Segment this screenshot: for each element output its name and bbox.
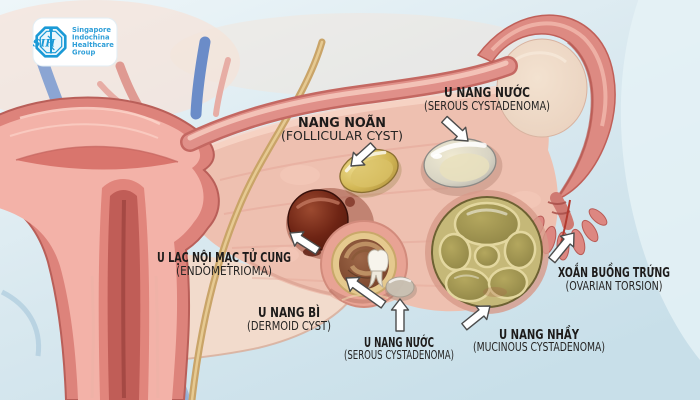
label-dermoid-vi: U NANG BÌ [258, 305, 320, 321]
uterus [0, 96, 220, 400]
logo-line-1: Singapore [72, 26, 111, 34]
label-dermoid-en: (DERMOID CYST) [247, 319, 331, 333]
serous-bump-bottom [385, 276, 417, 301]
label-torsion-en: (OVARIAN TORSION) [566, 279, 663, 293]
label-endometrioma-vi: U LẠC NỘI MẠC TỬ CUNG [157, 249, 291, 266]
arrow-dermoid [345, 276, 387, 309]
label-torsion-vi: XOẮN BUỒNG TRỨNG [558, 263, 670, 281]
label-serous-top-vi: U NANG NƯỚC [444, 85, 530, 101]
label-serous-bottom: U NANG NƯỚC (SEROUS CYSTADENOMA) [344, 298, 454, 362]
pelvic-vessel-left [0, 289, 42, 357]
logo-line-2: Indochina [72, 34, 110, 42]
mucinous-cystadenoma [425, 190, 549, 314]
arrow-torsion [548, 232, 575, 264]
logo: SIH Singapore Indochina Healthcare Group [32, 17, 118, 67]
label-follicular: NANG NOÃN (FOLLICULAR CYST) [281, 115, 403, 167]
label-torsion: XOẮN BUỒNG TRỨNG (OVARIAN TORSION) [548, 232, 670, 293]
label-serous-top-en: (SEROUS CYSTADENOMA) [424, 99, 550, 113]
logo-emblem: SIH [33, 26, 67, 58]
logo-text: Singapore Indochina Healthcare Group [72, 26, 114, 57]
label-endometrioma-en: (ENDOMETRIOMA) [176, 264, 272, 278]
caduceus-snake-icon [47, 35, 55, 51]
label-endometrioma: U LẠC NỘI MẠC TỬ CUNG (ENDOMETRIOMA) [157, 231, 321, 278]
arrow-endometrioma [289, 231, 321, 255]
annotations: NANG NOÃN (FOLLICULAR CYST) U NANG NƯỚC … [157, 85, 670, 362]
logo-line-3: Healthcare [72, 41, 114, 49]
label-follicular-vi: NANG NOÃN [298, 115, 386, 131]
logo-line-4: Group [72, 49, 95, 57]
label-serous-bottom-vi: U NANG NƯỚC [364, 335, 434, 351]
label-serous-bottom-en: (SEROUS CYSTADENOMA) [344, 348, 454, 362]
label-follicular-en: (FOLLICULAR CYST) [281, 129, 403, 143]
label-mucinous-vi: U NANG NHẦY [499, 325, 579, 343]
tooth [367, 249, 389, 289]
label-dermoid: U NANG BÌ (DERMOID CYST) [247, 276, 387, 333]
label-mucinous-en: (MUCINOUS CYSTADENOMA) [473, 340, 605, 354]
arrow-serous-bottom [390, 298, 410, 332]
arrow-serous-top [441, 115, 469, 142]
arrow-follicular [350, 142, 377, 167]
dermoid-cyst [320, 220, 408, 308]
label-serous-top: U NANG NƯỚC (SEROUS CYSTADENOMA) [424, 85, 550, 142]
serous-cystadenoma-top [420, 138, 503, 197]
arrow-mucinous [461, 305, 491, 331]
tube-ampulla-interior [496, 38, 588, 138]
label-mucinous: U NANG NHẦY (MUCINOUS CYSTADENOMA) [461, 305, 605, 354]
fallopian-tube [180, 14, 616, 202]
